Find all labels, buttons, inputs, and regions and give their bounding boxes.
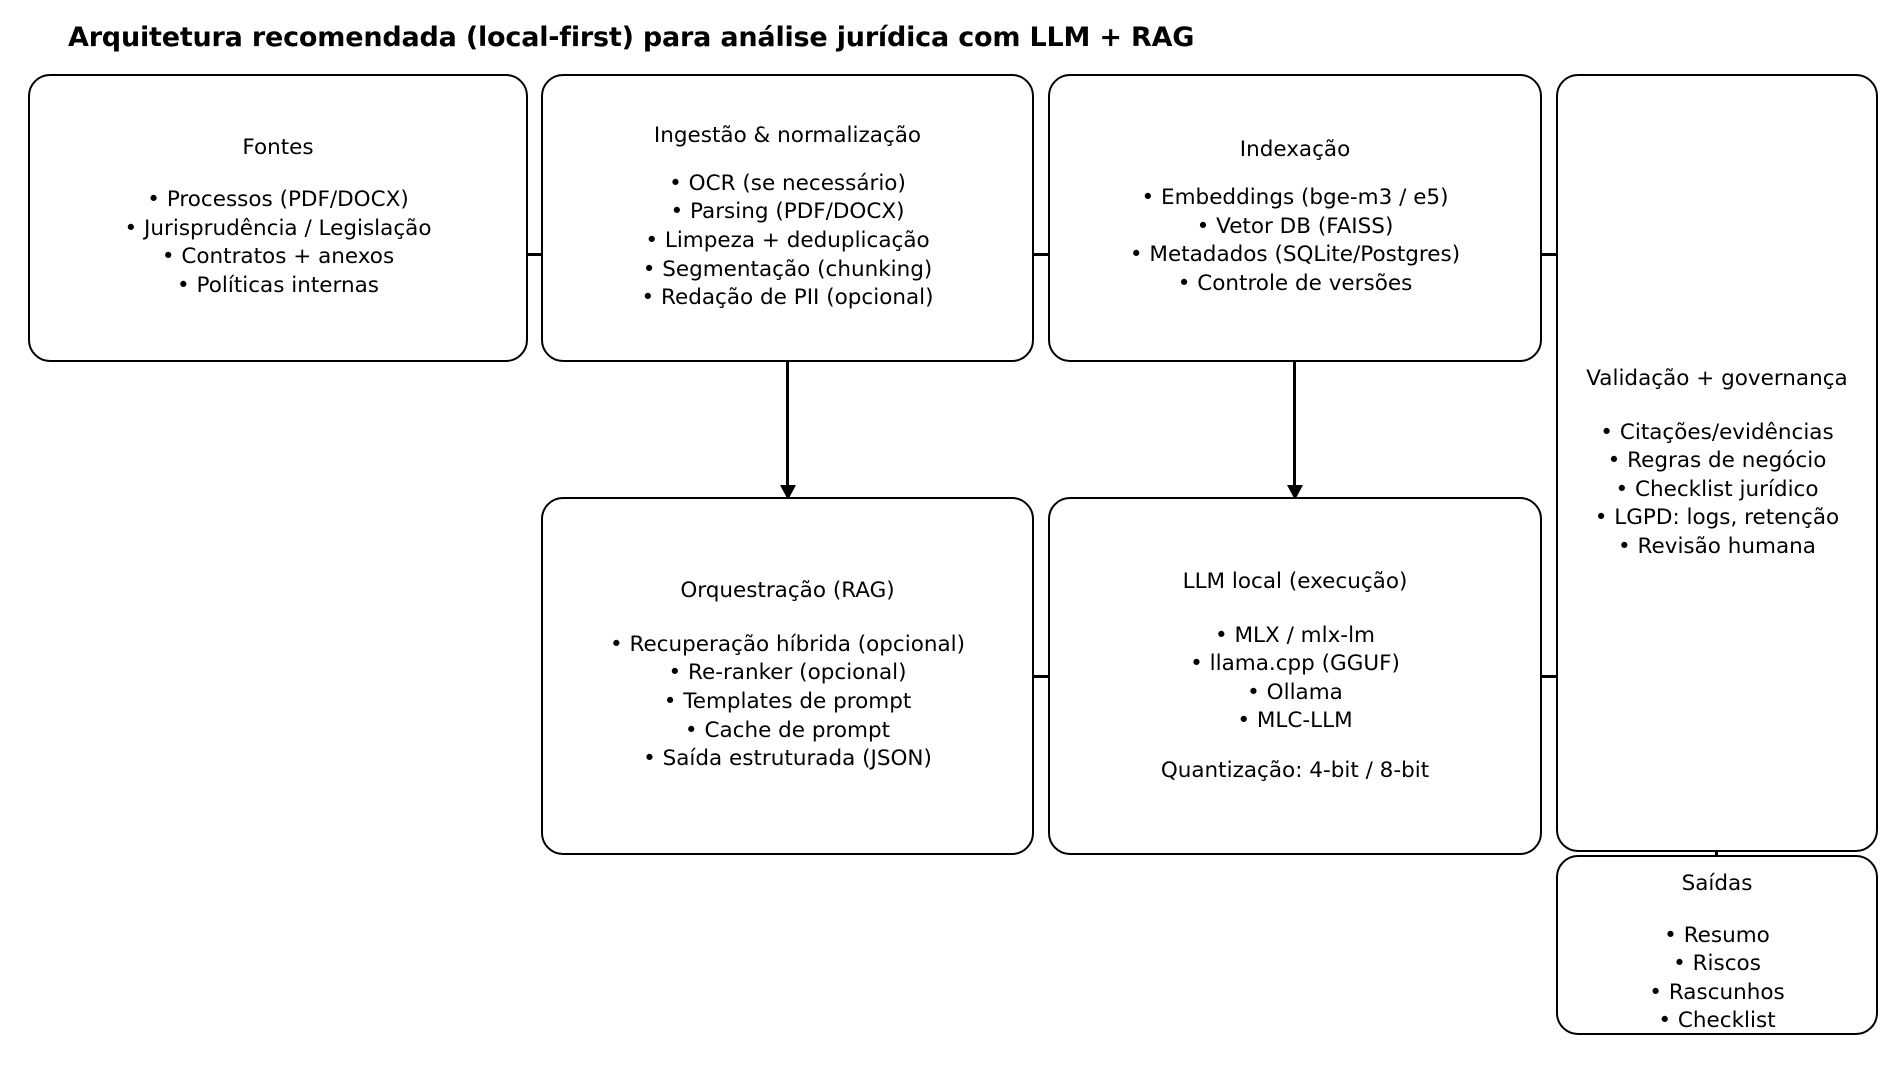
list-item: Regras de negócio xyxy=(1595,447,1839,476)
node-llm-local[interactable]: LLM local (execução) MLX / mlx-lm llama.… xyxy=(1048,497,1542,855)
list-item: Cache de prompt xyxy=(610,717,965,746)
list-item: Saída estruturada (JSON) xyxy=(610,745,965,774)
node-llm-local-note: Quantização: 4-bit / 8-bit xyxy=(1160,758,1430,784)
list-item: Parsing (PDF/DOCX) xyxy=(641,198,933,227)
node-saidas-list: Resumo Riscos Rascunhos Checklist xyxy=(1649,922,1785,1036)
list-item: Redação de PII (opcional) xyxy=(641,284,934,313)
node-llm-local-list: MLX / mlx-lm llama.cpp (GGUF) Ollama MLC… xyxy=(1190,622,1400,736)
list-item: Re-ranker (opcional) xyxy=(610,659,965,688)
list-item: MLX / mlx-lm xyxy=(1190,622,1400,651)
list-item: Checklist xyxy=(1649,1007,1784,1036)
edge-indexacao-to-llm-arrowhead xyxy=(1286,485,1303,500)
list-item: Jurisprudência / Legislação xyxy=(125,215,431,244)
list-item: Segmentação (chunking) xyxy=(641,256,933,285)
node-saidas-title: Saídas xyxy=(1681,871,1753,896)
node-ingestao[interactable]: Ingestão & normalização OCR (se necessár… xyxy=(541,74,1034,362)
node-saidas[interactable]: Saídas Resumo Riscos Rascunhos Checklist xyxy=(1556,855,1878,1035)
list-item: Revisão humana xyxy=(1595,533,1839,562)
node-fontes-list: Processos (PDF/DOCX) Jurisprudência / Le… xyxy=(125,186,432,301)
edge-llm-to-validacao xyxy=(1504,675,1600,678)
node-orquestracao[interactable]: Orquestração (RAG) Recuperação híbrida (… xyxy=(541,497,1034,855)
list-item: Políticas internas xyxy=(125,272,432,301)
list-item: Vetor DB (FAISS) xyxy=(1130,213,1460,242)
node-validacao[interactable]: Validação + governança Citações/evidênci… xyxy=(1556,74,1878,852)
node-fontes[interactable]: Fontes Processos (PDF/DOCX) Jurisprudênc… xyxy=(28,74,528,362)
node-fontes-title: Fontes xyxy=(242,135,314,161)
node-orquestracao-list: Recuperação híbrida (opcional) Re-ranker… xyxy=(610,631,965,774)
edge-indexacao-to-validacao xyxy=(1504,253,1600,256)
list-item: Templates de prompt xyxy=(610,688,965,717)
list-item: LGPD: logs, retenção xyxy=(1595,504,1839,533)
edge-orquestracao-to-llm xyxy=(996,675,1094,678)
node-validacao-list: Citações/evidências Regras de negócio Ch… xyxy=(1595,419,1839,562)
node-ingestao-title: Ingestão & normalização xyxy=(653,123,922,149)
list-item: OCR (se necessário) xyxy=(641,170,933,199)
list-item: Limpeza + deduplicação xyxy=(641,227,933,256)
edge-indexacao-to-llm xyxy=(1293,330,1296,490)
list-item: Rascunhos xyxy=(1649,979,1785,1008)
list-item: Embeddings (bge-m3 / e5) xyxy=(1130,184,1460,213)
list-item: Resumo xyxy=(1649,922,1784,951)
node-indexacao-title: Indexação xyxy=(1239,137,1351,163)
node-llm-local-title: LLM local (execução) xyxy=(1182,568,1408,594)
list-item: Metadados (SQLite/Postgres) xyxy=(1130,241,1460,270)
list-item: Processos (PDF/DOCX) xyxy=(125,186,432,215)
list-item: Controle de versões xyxy=(1130,270,1460,299)
node-ingestao-list: OCR (se necessário) Parsing (PDF/DOCX) L… xyxy=(641,170,934,313)
edge-ingestao-to-orquestracao xyxy=(786,330,789,490)
list-item: llama.cpp (GGUF) xyxy=(1190,650,1400,679)
list-item: Recuperação híbrida (opcional) xyxy=(610,631,965,660)
edge-ingestao-to-orquestracao-arrowhead xyxy=(779,485,796,500)
node-validacao-title: Validação + governança xyxy=(1586,366,1848,391)
node-indexacao-list: Embeddings (bge-m3 / e5) Vetor DB (FAISS… xyxy=(1130,184,1460,298)
list-item: Contratos + anexos xyxy=(125,243,432,272)
list-item: Ollama xyxy=(1190,679,1400,708)
edge-fontes-to-ingestao xyxy=(481,253,581,256)
list-item: Citações/evidências xyxy=(1595,419,1839,448)
list-item: Checklist jurídico xyxy=(1595,476,1839,505)
node-indexacao[interactable]: Indexação Embeddings (bge-m3 / e5) Vetor… xyxy=(1048,74,1542,362)
diagram-title: Arquitetura recomendada (local-first) pa… xyxy=(68,22,1195,53)
node-orquestracao-title: Orquestração (RAG) xyxy=(680,578,895,604)
list-item: Riscos xyxy=(1649,950,1784,979)
edge-ingestao-to-indexacao xyxy=(996,253,1094,256)
list-item: MLC-LLM xyxy=(1190,707,1400,736)
